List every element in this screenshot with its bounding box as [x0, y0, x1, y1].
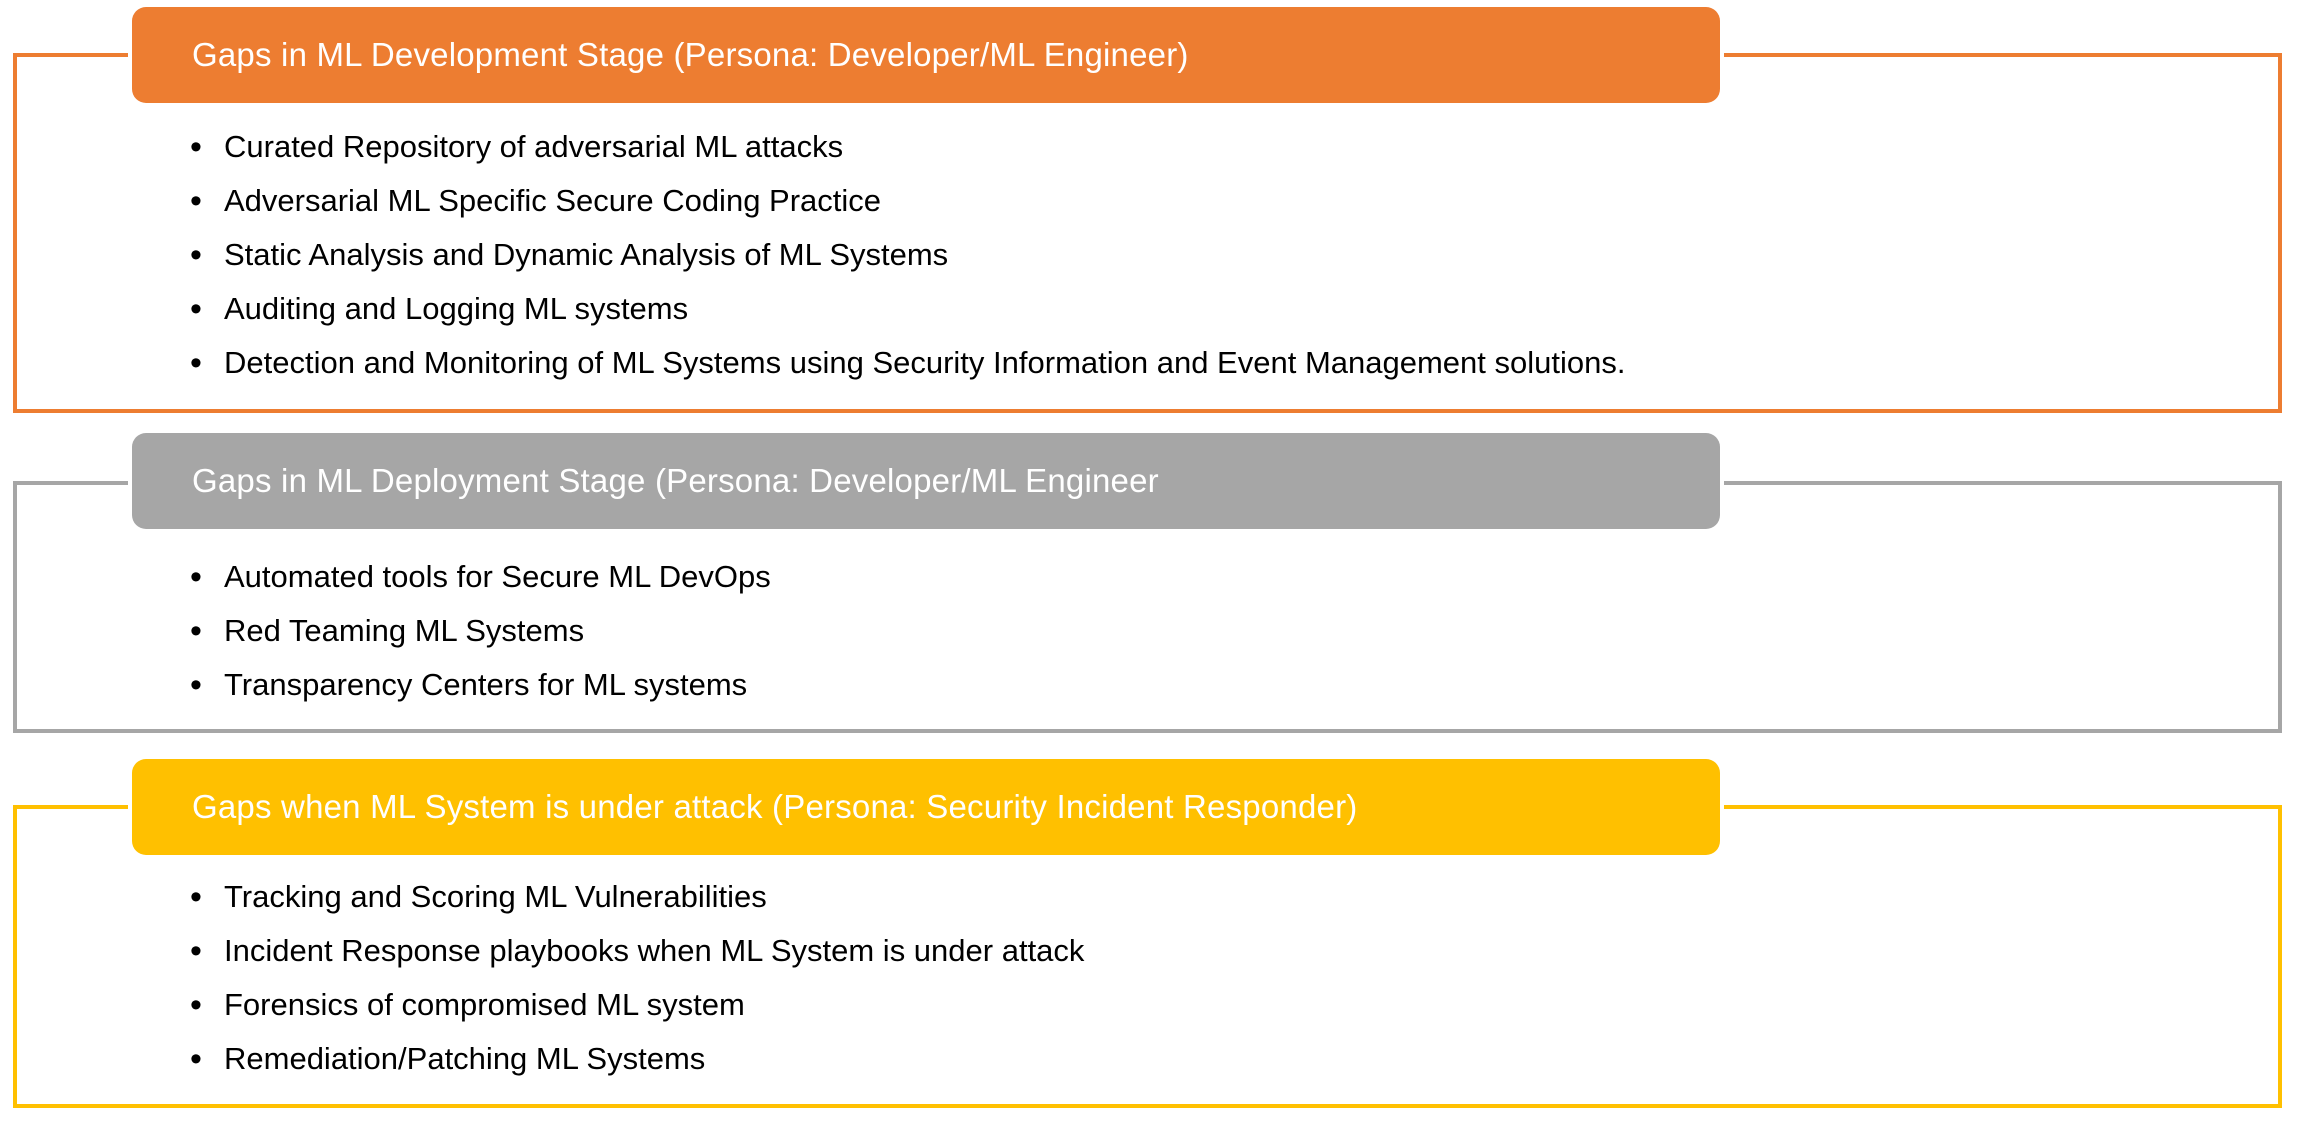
list-item: Auditing and Logging ML systems: [190, 282, 1625, 336]
under-attack-bullet-list: Tracking and Scoring ML Vulnerabilities …: [190, 870, 1084, 1086]
development-bullet-list: Curated Repository of adversarial ML att…: [190, 120, 1625, 390]
list-item: Detection and Monitoring of ML Systems u…: [190, 336, 1625, 390]
list-item: Forensics of compromised ML system: [190, 978, 1084, 1032]
deployment-bullet-list: Automated tools for Secure ML DevOps Red…: [190, 550, 771, 712]
list-item: Transparency Centers for ML systems: [190, 658, 771, 712]
under-attack-section-header-banner: Gaps when ML System is under attack (Per…: [132, 759, 1720, 855]
list-item: Static Analysis and Dynamic Analysis of …: [190, 228, 1625, 282]
list-item: Red Teaming ML Systems: [190, 604, 771, 658]
under-attack-section-title: Gaps when ML System is under attack (Per…: [192, 788, 1358, 825]
list-item: Curated Repository of adversarial ML att…: [190, 120, 1625, 174]
deployment-section-header-banner: Gaps in ML Deployment Stage (Persona: De…: [132, 433, 1720, 529]
list-item: Adversarial ML Specific Secure Coding Pr…: [190, 174, 1625, 228]
list-item: Tracking and Scoring ML Vulnerabilities: [190, 870, 1084, 924]
deployment-section-title: Gaps in ML Deployment Stage (Persona: De…: [192, 462, 1159, 499]
development-section-header-banner: Gaps in ML Development Stage (Persona: D…: [132, 7, 1720, 103]
development-section-title: Gaps in ML Development Stage (Persona: D…: [192, 36, 1189, 73]
list-item: Remediation/Patching ML Systems: [190, 1032, 1084, 1086]
list-item: Automated tools for Secure ML DevOps: [190, 550, 771, 604]
list-item: Incident Response playbooks when ML Syst…: [190, 924, 1084, 978]
